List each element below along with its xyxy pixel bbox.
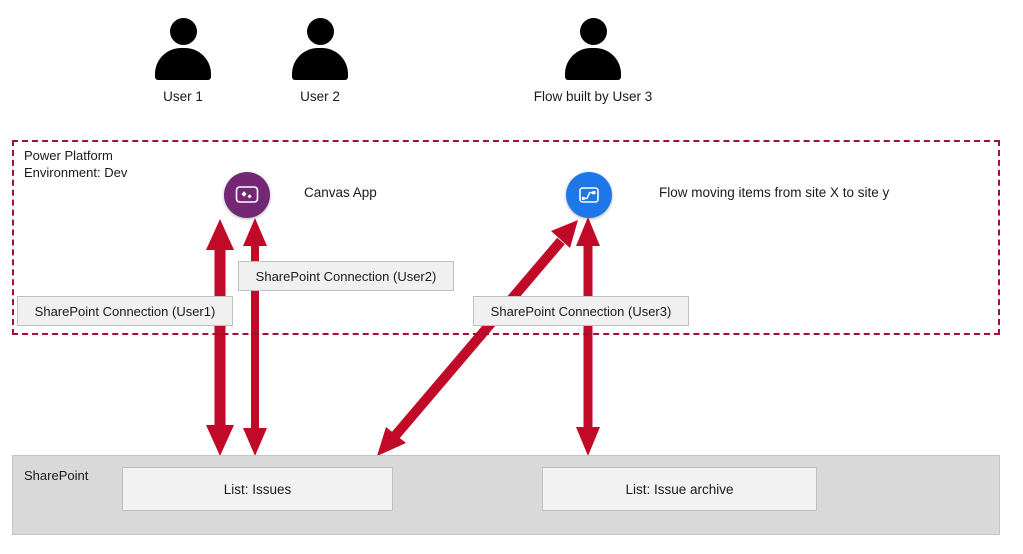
connection-user3-box[interactable]: SharePoint Connection (User3) xyxy=(473,296,689,326)
actor-user-2: User 2 xyxy=(289,18,351,104)
actor-label: User 2 xyxy=(300,89,340,104)
person-body xyxy=(292,48,348,80)
actor-user-1: User 1 xyxy=(152,18,214,104)
actor-label: User 1 xyxy=(163,89,203,104)
sharepoint-label: SharePoint xyxy=(24,468,89,483)
actor-user-3: Flow built by User 3 xyxy=(534,18,652,104)
person-body xyxy=(155,48,211,80)
flow-label: Flow moving items from site X to site y xyxy=(659,185,890,200)
person-icon xyxy=(289,18,351,80)
power-platform-region xyxy=(12,140,1000,335)
sharepoint-list-issues[interactable]: List: Issues xyxy=(122,467,393,511)
flow-icon[interactable] xyxy=(566,172,612,218)
person-icon xyxy=(152,18,214,80)
power-apps-icon xyxy=(235,186,259,203)
sharepoint-list-issue-archive[interactable]: List: Issue archive xyxy=(542,467,817,511)
connection-user2-box[interactable]: SharePoint Connection (User2) xyxy=(238,261,454,291)
power-automate-icon xyxy=(579,187,599,203)
canvas-app-label: Canvas App xyxy=(304,185,377,200)
person-icon xyxy=(562,18,624,80)
connection-user1-box[interactable]: SharePoint Connection (User1) xyxy=(17,296,233,326)
canvas-app-icon[interactable] xyxy=(224,172,270,218)
person-head xyxy=(169,18,197,45)
person-body xyxy=(565,48,621,80)
person-head xyxy=(579,18,607,45)
power-platform-region-title: Power Platform Environment: Dev xyxy=(24,148,128,180)
person-head xyxy=(306,18,334,45)
actor-label: Flow built by User 3 xyxy=(533,89,653,104)
